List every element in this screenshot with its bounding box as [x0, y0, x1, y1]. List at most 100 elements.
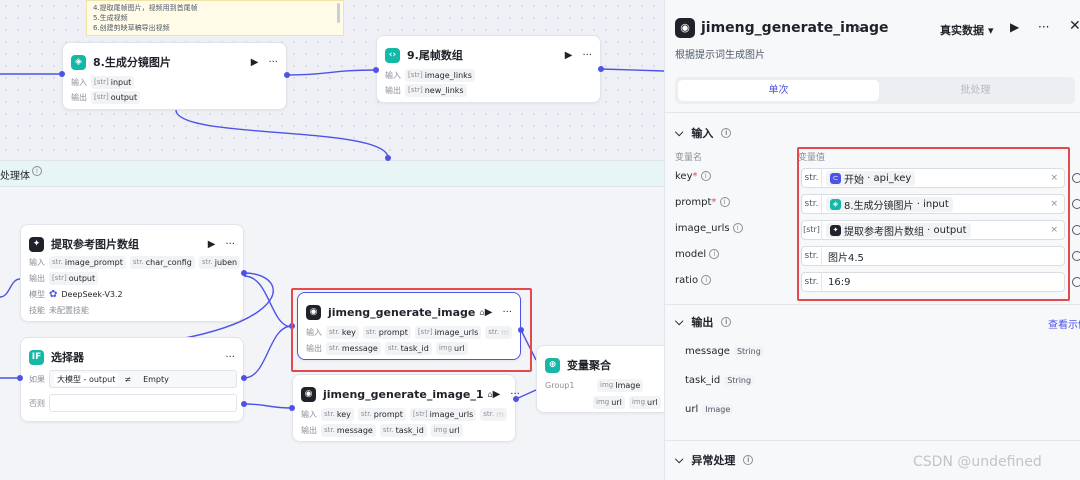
param-chip: str.image_prompt: [49, 255, 126, 269]
output-port[interactable]: [598, 66, 604, 72]
node-jimeng-generate-image-1[interactable]: ◉ jimeng_generate_image_1 ⌂ ▶··· 输入 str.…: [292, 374, 520, 442]
input-label: 输入: [306, 327, 322, 337]
param-chip: str.task_id: [379, 423, 427, 437]
settings-circle-icon[interactable]: [1072, 251, 1080, 261]
info-icon: i: [32, 166, 42, 176]
more-icon[interactable]: ···: [510, 388, 520, 400]
info-icon: i: [721, 128, 732, 138]
more-icon[interactable]: ···: [225, 238, 235, 250]
settings-circle-icon[interactable]: [1072, 277, 1080, 287]
more-icon[interactable]: ···: [1038, 20, 1050, 34]
node-title: 8.生成分镜图片: [93, 56, 171, 69]
if-port[interactable]: [241, 375, 247, 381]
model-icon: ✿: [49, 288, 58, 300]
settings-circle-icon[interactable]: [1072, 225, 1080, 235]
highlight-box: [797, 147, 1070, 301]
watermark: CSDN @undefined: [913, 454, 1042, 470]
node-title: 提取参考图片数组: [51, 238, 139, 251]
settings-circle-icon[interactable]: [1072, 173, 1080, 183]
chevron-down-icon: ⌵: [675, 453, 684, 466]
tab-batch[interactable]: 批处理: [960, 85, 991, 96]
input-port[interactable]: [373, 67, 379, 73]
note-line: 4.提取尾帧图片，视频用到首尾帧: [93, 4, 198, 12]
input-port[interactable]: [59, 71, 65, 77]
layers-icon: ◈: [830, 198, 841, 210]
param-prompt-field[interactable]: str. ◈8.生成分镜图片 · input ×: [801, 194, 1065, 214]
plugin-icon: ◉: [301, 386, 316, 402]
param-chip: [str]image_urls: [409, 407, 477, 421]
run-icon[interactable]: ▶: [250, 56, 259, 68]
node-extract-ref-images[interactable]: ✦ 提取参考图片数组 ▶··· 输入 str.image_prompt str.…: [20, 224, 244, 322]
skill-value: 未配置技能: [49, 305, 89, 315]
clear-icon: ×: [1050, 225, 1058, 235]
more-icon[interactable]: ···: [582, 49, 592, 61]
output-port[interactable]: [284, 72, 290, 78]
node-title: jimeng_generate_image: [328, 305, 476, 319]
output-port[interactable]: [518, 327, 524, 333]
node-jimeng-generate-image[interactable]: ◉ jimeng_generate_image ⌂ ▶··· 输入 str.ke…: [297, 292, 521, 360]
param-chip: str.prompt: [362, 325, 411, 339]
col-name-header: 变量名: [675, 153, 703, 163]
tab-single[interactable]: 单次: [678, 80, 879, 101]
node-8-generate-storyboard[interactable]: ◈ 8.生成分镜图片 ▶··· 输入 [str]input 输出 [str]ou…: [62, 42, 287, 110]
plugin-badge-icon: ⌂: [855, 23, 862, 34]
info-icon: i: [700, 171, 711, 181]
output-port[interactable]: [513, 396, 519, 402]
else-port[interactable]: [241, 401, 247, 407]
node-title: 变量聚合: [567, 359, 611, 372]
more-icon[interactable]: ···: [268, 56, 278, 68]
info-icon: i: [701, 275, 712, 285]
plugin-icon: ◉: [675, 18, 695, 38]
output-port[interactable]: [241, 270, 247, 276]
node-title: 选择器: [51, 351, 84, 364]
input-label: 输入: [301, 409, 317, 419]
else-box[interactable]: [49, 394, 237, 412]
more-icon[interactable]: ···: [225, 351, 235, 363]
run-icon[interactable]: ▶: [207, 238, 216, 250]
loop-body-title: 处理体: [0, 171, 30, 182]
param-key-field[interactable]: str. ⊂开始 · api_key ×: [801, 168, 1065, 188]
workflow-canvas[interactable]: 处理体 i 4.提取尾帧图片，视频用到首尾帧 5.生成视频 6.创建剪映草稿导出…: [0, 0, 664, 480]
output-label: 输出: [301, 425, 317, 435]
note-scrollbar[interactable]: [337, 3, 340, 23]
param-key-label: key* i: [675, 171, 711, 182]
more-icon[interactable]: ···: [502, 306, 512, 318]
data-mode-dropdown[interactable]: 真实数据▾: [940, 23, 994, 38]
param-chip: str.juben: [198, 255, 241, 269]
note-line: 6.创建剪映草稿导出视频: [93, 24, 170, 32]
chevron-down-icon: ▾: [988, 23, 994, 37]
param-ratio-label: ratio i: [675, 275, 712, 286]
close-icon[interactable]: ✕: [1069, 18, 1080, 34]
view-example-link[interactable]: 查看示例: [1048, 320, 1080, 331]
start-icon: ⊂: [830, 172, 841, 184]
param-ratio-field[interactable]: str. 16:9: [801, 272, 1065, 292]
else-label: 否则: [29, 398, 45, 408]
node-selector[interactable]: IF 选择器 ··· 如果 大模型 - output ≠ Empty 否则: [20, 337, 244, 422]
llm-icon: ✦: [830, 224, 841, 236]
run-icon[interactable]: ▶: [564, 49, 573, 61]
input-port[interactable]: [289, 405, 295, 411]
sticky-note[interactable]: 4.提取尾帧图片，视频用到首尾帧 5.生成视频 6.创建剪映草稿导出视频: [86, 0, 344, 36]
param-chip: [str]image_links: [405, 68, 475, 82]
param-model-label: model i: [675, 249, 720, 260]
run-icon[interactable]: ▶: [1010, 20, 1020, 34]
run-icon[interactable]: ▶: [484, 306, 493, 318]
loop-port[interactable]: [385, 155, 391, 161]
condition-box[interactable]: 大模型 - output ≠ Empty: [49, 370, 237, 388]
param-chip: [str]output: [49, 271, 99, 285]
settings-circle-icon[interactable]: [1072, 199, 1080, 209]
param-chip: [str]input: [91, 75, 135, 89]
param-model-field[interactable]: str. 图片4.5: [801, 246, 1065, 266]
run-icon[interactable]: ▶: [492, 388, 501, 400]
node-9-tail-frames[interactable]: ‹› 9.尾帧数组 ▶··· 输入 [str]image_links 输出 [s…: [376, 35, 601, 103]
info-icon: i: [709, 249, 720, 259]
input-port[interactable]: [17, 375, 23, 381]
param-image-urls-field[interactable]: [str] ✦提取参考图片数组 · output ×: [801, 220, 1065, 240]
